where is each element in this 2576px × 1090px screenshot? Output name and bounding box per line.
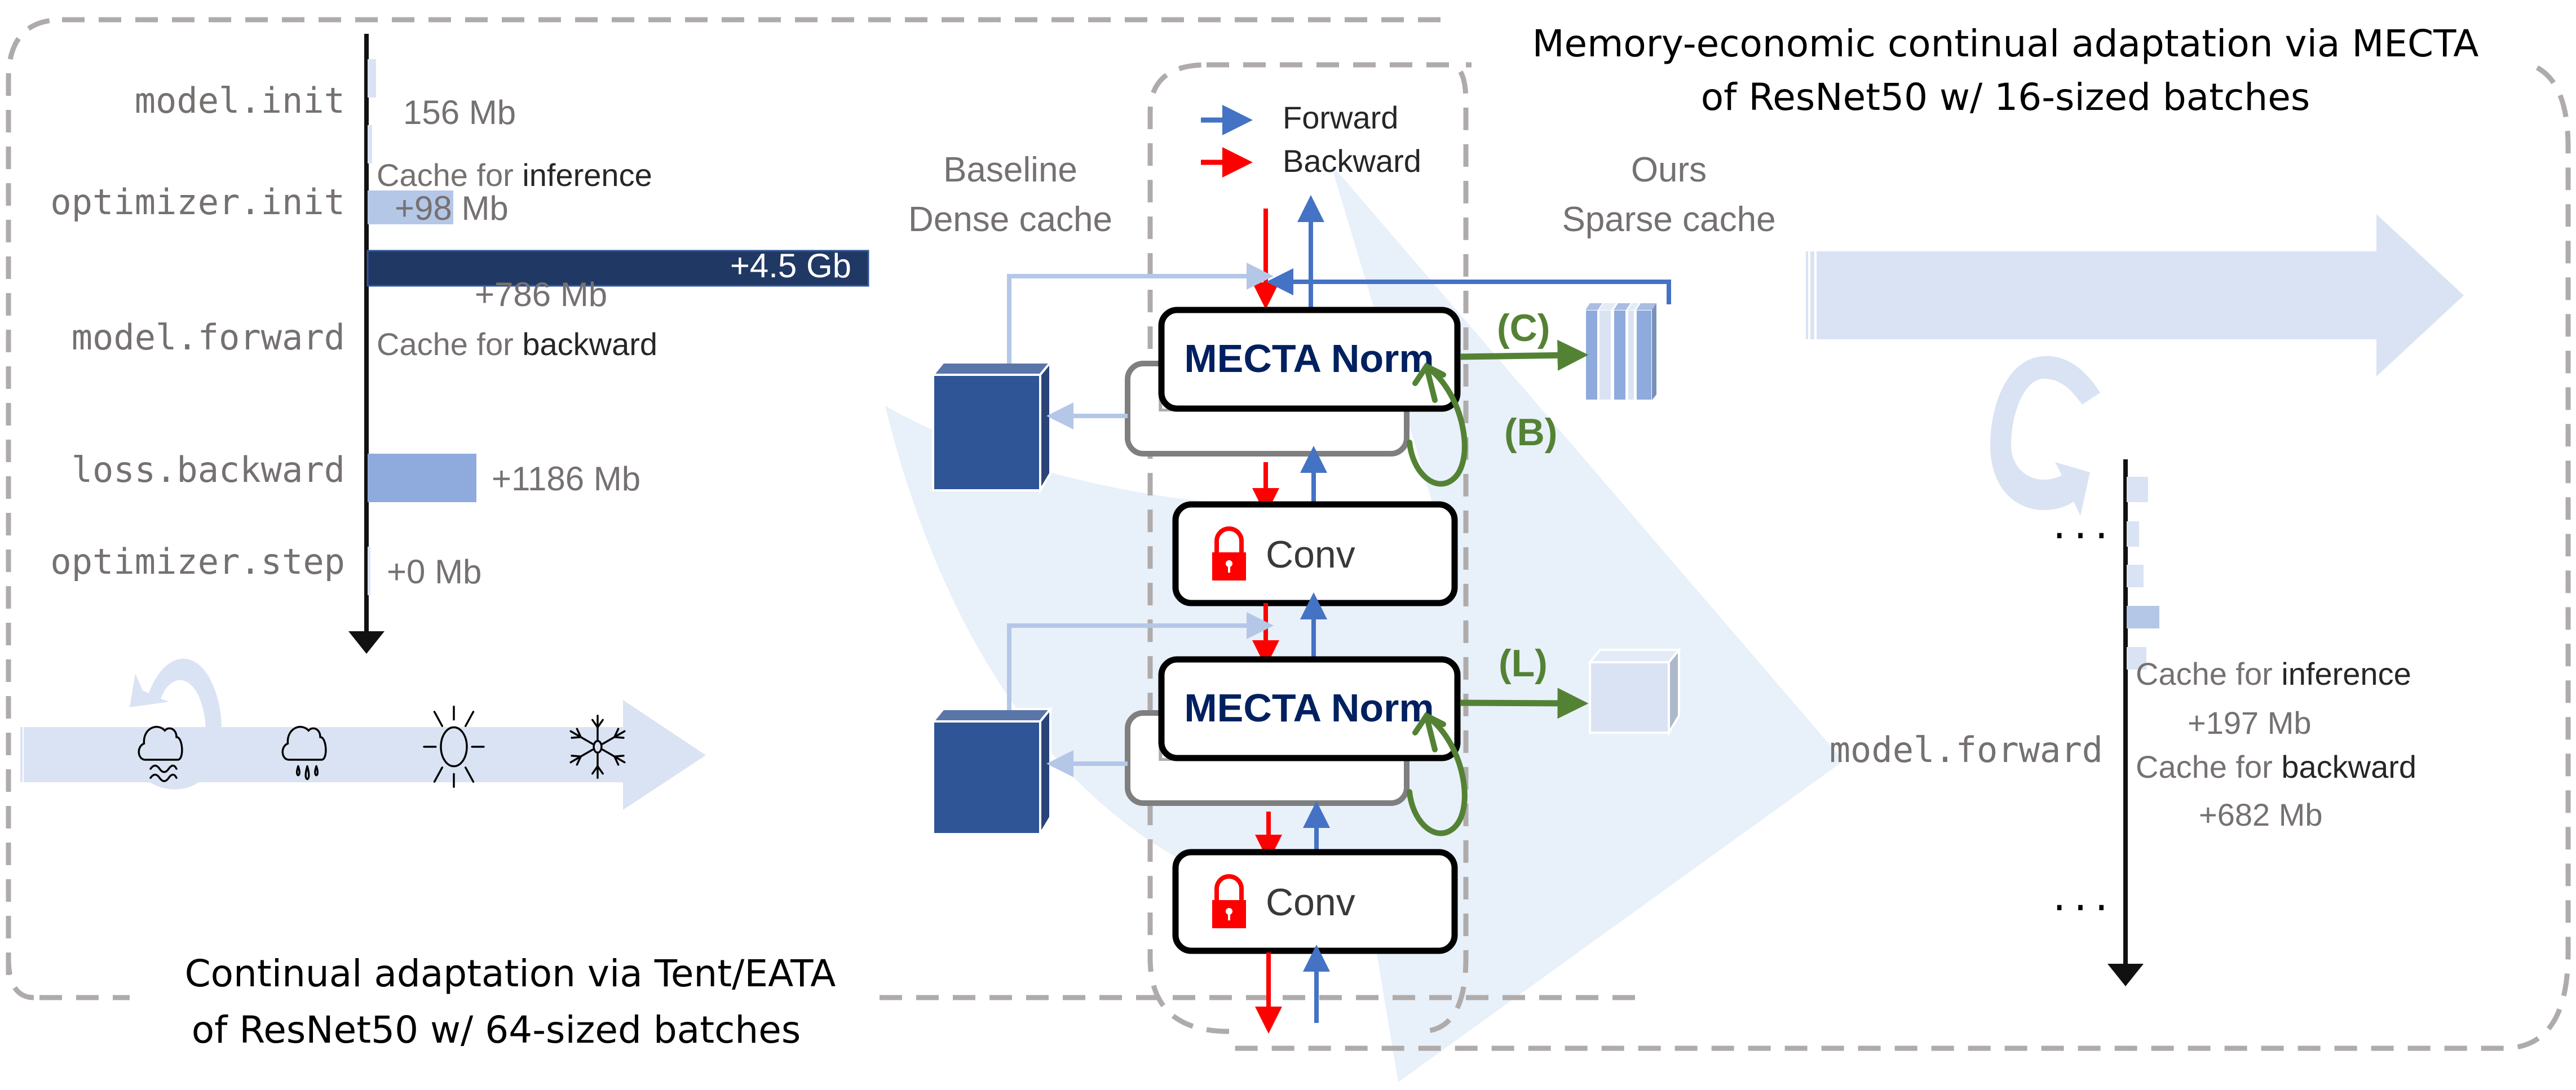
snowflake-icon bbox=[569, 715, 626, 779]
ours-label: Ours bbox=[1631, 150, 1707, 189]
layer-cache-cube bbox=[1587, 646, 1682, 737]
right-ellipsis-bottom: ... bbox=[2049, 878, 2112, 919]
right-panel-border bbox=[1229, 62, 2571, 1051]
left-weather-icons bbox=[138, 705, 626, 788]
dense-cache-cube-2 bbox=[930, 706, 1053, 839]
value-model-init: 156 Mb bbox=[403, 94, 516, 131]
caption-inference-cache: Cache for inference bbox=[377, 157, 652, 193]
update-loop-arrowhead-icon bbox=[1412, 362, 1446, 386]
left-panel-title-line1: Continual adaptation via Tent/EATA bbox=[185, 952, 836, 995]
background-flow-arrow bbox=[885, 163, 1844, 1082]
bar-right-backward bbox=[2127, 606, 2159, 628]
tag-c: (C) bbox=[1497, 307, 1550, 349]
lock-icon bbox=[1212, 874, 1246, 928]
dense-cache-link bbox=[1007, 612, 1274, 710]
update-loop-arrow-icon bbox=[1407, 713, 1468, 836]
right-ellipsis-top: ... bbox=[2049, 506, 2112, 547]
right-weather-band bbox=[1806, 214, 2464, 376]
update-loop-arrowhead-icon bbox=[1412, 712, 1446, 735]
right-cycle-arrow-icon bbox=[1990, 356, 2100, 516]
sparse-cache-label: Sparse cache bbox=[1562, 200, 1775, 239]
legend-backward-label: Backward bbox=[1283, 143, 1421, 179]
bar-right-inference bbox=[2127, 565, 2144, 587]
dense-cache-label: Dense cache bbox=[908, 200, 1112, 239]
bar-inference-cache bbox=[368, 190, 453, 224]
mecta-norm-label: MECTA Norm bbox=[1184, 336, 1434, 380]
bar-right-3 bbox=[2127, 647, 2146, 670]
left-memory-timeline bbox=[348, 34, 869, 654]
right-caption-backward: Cache for backward bbox=[2136, 749, 2416, 785]
tag-l: (L) bbox=[1499, 642, 1548, 685]
fog-icon bbox=[138, 725, 183, 782]
step-label-model-init: model.init bbox=[135, 80, 345, 121]
right-panel-title-line2: of ResNet50 w/ 16-sized batches bbox=[1701, 76, 2310, 119]
bar-model-init bbox=[368, 59, 376, 98]
legend-forward-label: Forward bbox=[1283, 100, 1398, 135]
bar-optimizer-init bbox=[368, 125, 372, 163]
value-optimizer-init: +98 Mb bbox=[395, 189, 509, 227]
left-panel-border bbox=[6, 17, 1635, 1000]
update-loop-arrow-icon bbox=[1407, 364, 1468, 487]
step-label-loss-backward: loss.backward bbox=[72, 449, 345, 490]
bar-optimizer-step bbox=[368, 547, 370, 595]
cache-arrow-c bbox=[1460, 339, 1589, 371]
lock-icon bbox=[1212, 526, 1246, 581]
value-loss-backward: +1186 Mb bbox=[492, 460, 640, 498]
right-caption-inference: Cache for inference bbox=[2136, 656, 2411, 692]
network-blocks: Batch NormMECTA NormConvBatch NormMECTA … bbox=[930, 195, 1682, 1034]
baseline-label: Baseline bbox=[943, 150, 1077, 189]
conv-label: Conv bbox=[1266, 533, 1355, 576]
left-cycle-arrow-icon bbox=[130, 658, 222, 790]
sparse-cache-blocks bbox=[1585, 303, 1656, 401]
step-label-optimizer-step: optimizer.step bbox=[50, 541, 345, 582]
mecta-norm-block[interactable] bbox=[1158, 656, 1461, 761]
mecta-norm-block[interactable] bbox=[1158, 307, 1461, 412]
value-inference-cache: +786 Mb bbox=[475, 276, 607, 313]
right-value-backward: +682 Mb bbox=[2199, 797, 2323, 832]
dense-cache-cube-1 bbox=[930, 359, 1053, 495]
value-backward-cache: +4.5 Gb bbox=[730, 247, 851, 285]
right-panel-title-line1: Memory-economic continual adaptation via… bbox=[1532, 22, 2479, 65]
bar-right-1 bbox=[2127, 477, 2148, 502]
rain-icon bbox=[281, 725, 327, 781]
step-label-optimizer-init: optimizer.init bbox=[50, 181, 345, 223]
value-optimizer-step: +0 Mb bbox=[387, 553, 481, 591]
conv-label: Conv bbox=[1266, 881, 1355, 924]
right-step-label-model-forward: model.forward bbox=[1830, 729, 2103, 770]
mecta-norm-label: MECTA Norm bbox=[1184, 686, 1434, 730]
right-memory-timeline bbox=[2107, 459, 2159, 986]
right-value-inference: +197 Mb bbox=[2188, 705, 2312, 741]
tag-b: (B) bbox=[1504, 411, 1557, 454]
dense-cache-link bbox=[1007, 263, 1274, 364]
step-label-model-forward: model.forward bbox=[72, 317, 345, 358]
middle-column-border bbox=[1147, 62, 1469, 1034]
legend: Forward Backward bbox=[1201, 100, 1421, 179]
bar-loss-backward bbox=[368, 454, 476, 502]
sun-icon bbox=[423, 705, 485, 788]
bar-right-2 bbox=[2127, 521, 2139, 547]
left-weather-band bbox=[20, 700, 706, 810]
bar-backward-cache bbox=[366, 250, 869, 287]
sparse-cache-link bbox=[1266, 268, 1671, 304]
left-panel-title-line2: of ResNet50 w/ 64-sized batches bbox=[192, 1008, 801, 1052]
caption-backward-cache: Cache for backward bbox=[377, 326, 657, 362]
